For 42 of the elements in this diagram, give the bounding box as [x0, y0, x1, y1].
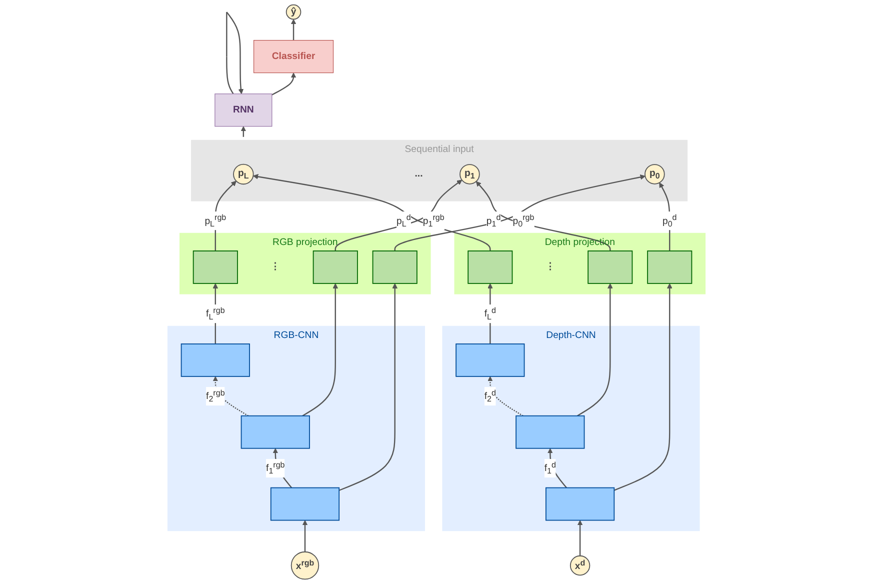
- node-bar: [180, 343, 250, 377]
- node-box: [372, 250, 418, 284]
- arrow: [290, 19, 296, 40]
- node-circle: p$_{0}$: [644, 164, 665, 184]
- arrow: [212, 283, 218, 344]
- node-circle: x$^{rgb}$: [290, 551, 320, 580]
- arrow: [488, 376, 524, 416]
- node-box: Classifier: [253, 40, 334, 74]
- arrow: [212, 376, 249, 416]
- arrow: [476, 181, 611, 251]
- node-text: ⋮: [545, 262, 555, 272]
- node-circle: ŷ: [286, 4, 302, 20]
- node-text: ⋮: [270, 262, 280, 272]
- node-box: [647, 250, 692, 284]
- node-box: [588, 250, 633, 284]
- arrow: [659, 182, 670, 251]
- arrow: [302, 283, 338, 416]
- node-bar: [456, 343, 525, 377]
- arrow: [240, 126, 246, 137]
- arrow: [577, 520, 583, 556]
- arrow: [548, 448, 567, 488]
- arrow: [576, 283, 613, 416]
- node-bar: [240, 415, 310, 449]
- node-text: ...: [414, 168, 423, 180]
- arrow: [214, 180, 236, 251]
- node-box: [312, 250, 358, 284]
- node-bar: [270, 487, 340, 521]
- node-box: [192, 250, 238, 284]
- node-circle: x$^{d}$: [570, 555, 590, 576]
- arrow: [334, 180, 462, 251]
- arrow: [226, 12, 244, 94]
- arrow: [338, 283, 398, 491]
- arrow: [614, 283, 672, 491]
- node-circle: p$_{L}$: [233, 164, 254, 185]
- arrow: [488, 283, 493, 344]
- node-bar: [545, 487, 615, 521]
- node-circle: p$_{1}$: [460, 164, 480, 184]
- node-box: [468, 250, 513, 284]
- arrow: [272, 72, 296, 96]
- arrow: [302, 520, 308, 552]
- node-bar: [516, 415, 585, 449]
- node-box: RNN: [214, 94, 272, 127]
